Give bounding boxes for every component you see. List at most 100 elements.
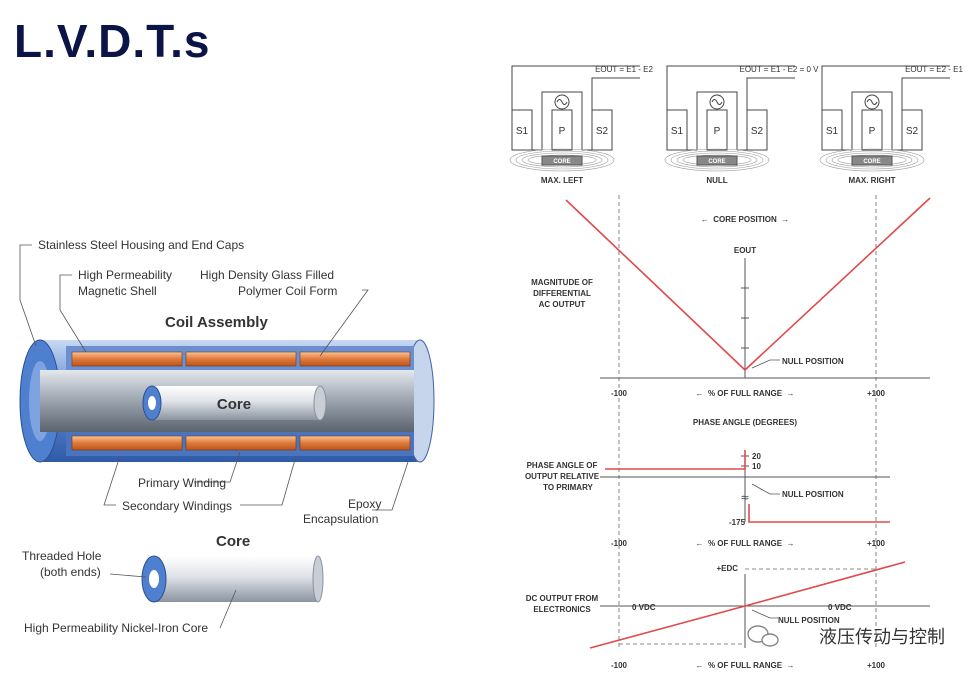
schematic-caption: NULL — [706, 176, 727, 185]
range-guides — [618, 195, 877, 648]
core-bar — [541, 155, 583, 166]
coil-assembly-drawing: Core — [19, 339, 435, 463]
graph1-null-label: NULL POSITION — [782, 357, 844, 366]
nickel-core-callout: High Permeability Nickel-Iron Core — [24, 621, 208, 635]
phase-curve-left — [605, 450, 746, 470]
threaded-callout-line2: (both ends) — [40, 565, 101, 579]
zero-vdc-left: 0 VDC — [632, 603, 656, 612]
core-bar-label: CORE — [553, 159, 570, 165]
graph3-ylabel-line1: DC OUTPUT FROM — [526, 594, 599, 603]
lvdt-schematics: CORE S1 P S2 EOUT = E1 - E2 MAX. LEFT CORE S1 P S… — [509, 65, 963, 185]
lvdt-schematic-3: CORE S1 P S2 EOUT = E2 - E1 MAX. RIGHT — [819, 65, 963, 185]
lvdt-schematic-1: CORE S1 P S2 EOUT = E1 - E2 MAX. LEFT — [509, 65, 653, 185]
secondary-coil-2 — [746, 109, 768, 151]
core-rod — [150, 386, 320, 420]
coil-label-p: P — [869, 126, 876, 137]
graph3-ylabel-line2: ELECTRONICS — [533, 605, 591, 614]
coil-form-callout-line2: Polymer Coil Form — [238, 284, 337, 298]
shell-callout-line1: High Permeability — [78, 268, 172, 282]
core-body — [154, 556, 318, 602]
graph1-xmax: +100 — [867, 389, 886, 398]
graph1-ylabel-line3: AC OUTPUT — [539, 300, 586, 309]
coil-label-p: P — [714, 126, 721, 137]
secondary-coil-2 — [591, 109, 613, 151]
phase-tick-20: 20 — [752, 452, 761, 461]
coil-form-callout-line1: High Density Glass Filled — [200, 268, 334, 282]
secondary-coil-2 — [901, 109, 923, 151]
output-equation: EOUT = E1 - E2 — [595, 65, 653, 74]
output-equation: EOUT = E1 - E2 = 0 V — [740, 65, 820, 74]
schematic-caption: MAX. RIGHT — [848, 176, 895, 185]
phase-header: PHASE ANGLE (DEGREES) — [693, 418, 797, 427]
magnitude-curve — [565, 197, 931, 372]
watermark-text: 液压传动与控制 — [819, 627, 945, 648]
secondary-winding-top-right — [299, 351, 411, 367]
core-inside-label: Core — [217, 396, 251, 413]
shell-callout-line2: Magnetic Shell — [78, 284, 157, 298]
core-bar-label: CORE — [708, 159, 725, 165]
graph3-null-label: NULL POSITION — [778, 616, 840, 625]
edc-label: +EDC — [716, 564, 738, 573]
epoxy-callout-line2: Encapsulation — [303, 512, 378, 526]
phase-tick-neg175: -175 — [729, 518, 746, 527]
graph2-xmax: +100 — [867, 539, 886, 548]
core-bar — [851, 155, 893, 166]
graph2-xmin: -100 — [611, 539, 628, 548]
output-equation: EOUT = E2 - E1 — [905, 65, 963, 74]
graph2-ylabel-line1: PHASE ANGLE OF — [527, 461, 598, 470]
secondary-coil-1 — [666, 109, 688, 151]
graph-dc-output: +EDC DC OUTPUT FROM ELECTRONICS 0 VDC 0 … — [526, 561, 930, 670]
core-bar-label: CORE — [863, 159, 880, 165]
threaded-callout-line1: Threaded Hole — [22, 549, 102, 563]
wechat-logo-icon — [747, 625, 779, 647]
dc-output-curve — [589, 561, 906, 649]
coil-label-s1: S1 — [671, 126, 684, 137]
graph2-ylabel-line2: OUTPUT RELATIVE — [525, 472, 600, 481]
coil-label-s1: S1 — [826, 126, 839, 137]
callout-labels: Stainless Steel Housing and End Caps Hig… — [38, 238, 381, 526]
coil-label-s1: S1 — [516, 126, 529, 137]
primary-coil — [861, 109, 883, 151]
axis-break-icon: ≈ — [740, 491, 749, 504]
core-body-end — [312, 555, 324, 603]
lvdt-schematic-2: CORE S1 P S2 EOUT = E1 - E2 = 0 V NULL — [664, 65, 820, 185]
coil-label-p: P — [559, 126, 566, 137]
phase-curve-right — [748, 504, 890, 523]
schematic-caption: MAX. LEFT — [541, 176, 583, 185]
core-title: Core — [216, 533, 250, 550]
secondary-coil-1 — [511, 109, 533, 151]
primary-coil — [706, 109, 728, 151]
graph-phase: PHASE ANGLE (DEGREES) 20 10 -175 ≈ PHASE… — [525, 418, 890, 548]
coil-label-s2: S2 — [751, 126, 764, 137]
coil-assembly-title: Coil Assembly — [165, 314, 268, 331]
zero-vdc-right: 0 VDC — [828, 603, 852, 612]
primary-callout: Primary Winding — [138, 476, 226, 490]
callout-lines — [19, 244, 409, 511]
graph1-xlabel: ← % OF FULL RANGE → — [696, 389, 795, 398]
secondary-winding-bottom-right — [299, 435, 411, 451]
primary-winding-bottom — [185, 435, 297, 451]
primary-coil — [551, 109, 573, 151]
phase-tick-10: 10 — [752, 462, 761, 471]
graph3-xmax: +100 — [867, 661, 886, 670]
primary-winding-top — [185, 351, 297, 367]
graph2-null-label: NULL POSITION — [782, 490, 844, 499]
page-title: L.V.D.T.s — [14, 15, 211, 67]
graph1-xmin: -100 — [611, 389, 628, 398]
graph2-ylabel-line3: TO PRIMARY — [543, 483, 593, 492]
graph-magnitude: ← CORE POSITION → EOUT MAGNITUDE OF DIFF… — [531, 197, 931, 398]
coil-label-s2: S2 — [596, 126, 609, 137]
coil-label-s2: S2 — [906, 126, 919, 137]
core-rod-hole — [148, 396, 156, 410]
secondary-coil-1 — [821, 109, 843, 151]
core-position-label: ← CORE POSITION → — [701, 215, 789, 224]
graph2-xlabel: ← % OF FULL RANGE → — [696, 539, 795, 548]
secondary-callout: Secondary Windings — [122, 499, 232, 513]
threaded-hole — [149, 570, 159, 588]
epoxy-callout-line1: Epoxy — [348, 497, 381, 511]
core-drawing: Core Threaded Hole (both ends) High Perm… — [22, 533, 324, 635]
graph3-xmin: -100 — [611, 661, 628, 670]
eout-label: EOUT — [734, 246, 756, 255]
graph3-xlabel: ← % OF FULL RANGE → — [696, 661, 795, 670]
secondary-winding-top-left — [71, 351, 183, 367]
